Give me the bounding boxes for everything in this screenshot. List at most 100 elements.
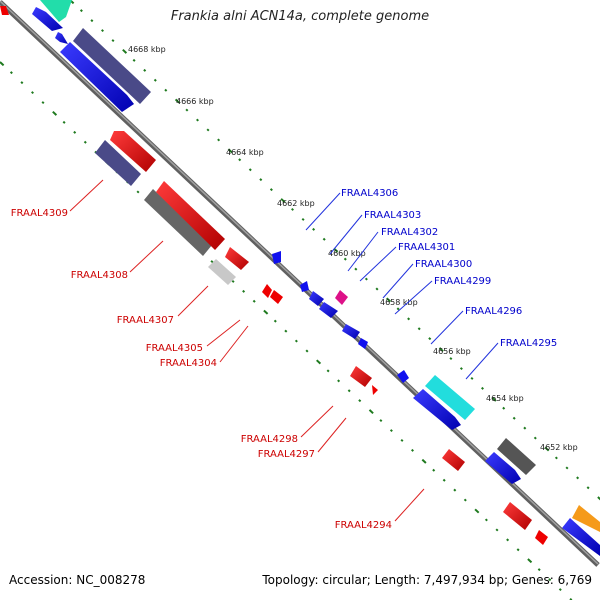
gene-label-reverse: FRAAL4304 <box>160 358 217 369</box>
leader-line <box>206 319 241 347</box>
scale-tick <box>132 58 136 62</box>
gene-feature <box>572 505 600 532</box>
scale-tick <box>428 337 432 341</box>
scale-tick <box>527 558 533 564</box>
gene-feature <box>497 438 536 475</box>
scale-tick <box>544 446 550 452</box>
gene-feature <box>270 290 283 304</box>
scale-tick <box>343 257 347 261</box>
scale-tick <box>263 309 269 315</box>
scale-tick <box>62 120 66 124</box>
scale-tick <box>238 158 242 162</box>
scale-tick <box>379 419 383 423</box>
scale-tick <box>52 110 58 116</box>
leader-line <box>305 192 341 231</box>
scale-tick <box>537 568 541 572</box>
gene-label-reverse: FRAAL4297 <box>258 449 315 460</box>
scale-tick <box>364 277 368 281</box>
gene-feature <box>358 338 368 349</box>
gene-feature <box>300 281 309 292</box>
scale-tick <box>252 299 256 303</box>
scale-tick <box>368 409 374 415</box>
scale-tick <box>558 588 562 592</box>
gene-label-reverse: FRAAL4309 <box>11 208 68 219</box>
gene-label-reverse: FRAAL4307 <box>117 315 174 326</box>
genome-summary-text: Topology: circular; Length: 7,497,934 bp… <box>262 573 592 587</box>
gene-feature <box>262 284 272 298</box>
scale-tick <box>442 478 446 482</box>
gene-feature <box>0 6 9 15</box>
scale-tick <box>449 357 453 361</box>
scale-tick <box>523 426 527 430</box>
kbp-label: 4652 kbp <box>540 443 578 452</box>
scale-tick <box>301 217 305 221</box>
scale-tick <box>231 279 235 283</box>
leader-line <box>300 405 334 438</box>
scale-tick <box>322 237 326 241</box>
scale-tick <box>174 98 180 104</box>
scale-tick <box>512 416 516 420</box>
scale-tick <box>453 488 457 492</box>
scale-tick <box>259 178 263 182</box>
leader-line <box>382 263 414 299</box>
kbp-label: 4656 kbp <box>433 347 471 356</box>
scale-tick <box>432 468 436 472</box>
gene-feature <box>342 324 360 339</box>
scale-tick <box>316 359 322 365</box>
leader-line <box>329 214 363 255</box>
gene-features <box>0 0 600 556</box>
scale-tick <box>101 29 104 33</box>
gene-feature <box>272 251 281 264</box>
scale-tick <box>495 528 499 532</box>
gene-label-reverse: FRAAL4294 <box>335 520 392 531</box>
gene-label-reverse: FRAAL4308 <box>71 270 128 281</box>
scale-tick <box>396 307 400 311</box>
gene-feature <box>562 518 600 556</box>
scale-tick <box>354 267 358 271</box>
scale-tick <box>474 508 480 514</box>
accession-text: Accession: NC_008278 <box>9 573 146 587</box>
gene-feature <box>144 189 212 256</box>
kbp-label: 4668 kbp <box>128 45 166 54</box>
gene-feature <box>309 291 324 306</box>
leader-line <box>465 342 499 380</box>
scale-tick <box>326 369 330 373</box>
scale-tick <box>386 297 392 303</box>
scale-tick <box>389 429 393 433</box>
gene-feature <box>319 302 338 318</box>
kbp-label: 4660 kbp <box>328 249 366 258</box>
scale-tick <box>506 538 510 542</box>
gene-feature <box>73 28 151 104</box>
leader-line <box>394 280 433 315</box>
scale-tick <box>375 287 379 291</box>
scale-tick <box>586 486 590 490</box>
gene-feature <box>60 42 134 112</box>
gene-label-forward: FRAAL4301 <box>398 242 455 253</box>
scale-tick <box>417 327 421 331</box>
scale-tick <box>227 148 233 154</box>
scale-tick <box>463 498 467 502</box>
scale-tick <box>185 108 189 112</box>
scale-tick <box>411 448 414 452</box>
scale-tick <box>111 39 115 43</box>
gene-label-reverse: FRAAL4305 <box>146 343 203 354</box>
scale-tick <box>347 389 351 393</box>
scale-tick <box>459 367 463 371</box>
gene-feature <box>335 290 348 305</box>
gene-feature <box>503 502 532 530</box>
gene-feature <box>208 259 236 285</box>
scale-tick <box>248 168 252 172</box>
gene-feature <box>413 389 461 430</box>
gene-label-forward: FRAAL4302 <box>381 227 438 238</box>
scale-tick <box>196 118 199 122</box>
scale-tick <box>491 396 497 402</box>
scale-tick <box>41 101 45 105</box>
leader-line <box>359 246 397 282</box>
scale-tick <box>242 289 246 293</box>
scale-tick <box>164 88 168 92</box>
reverse-leader-lines <box>69 179 425 522</box>
gene-label-forward: FRAAL4300 <box>415 259 472 270</box>
scale-tick <box>484 518 488 522</box>
scale-tick <box>337 379 341 383</box>
scale-tick <box>294 339 298 343</box>
